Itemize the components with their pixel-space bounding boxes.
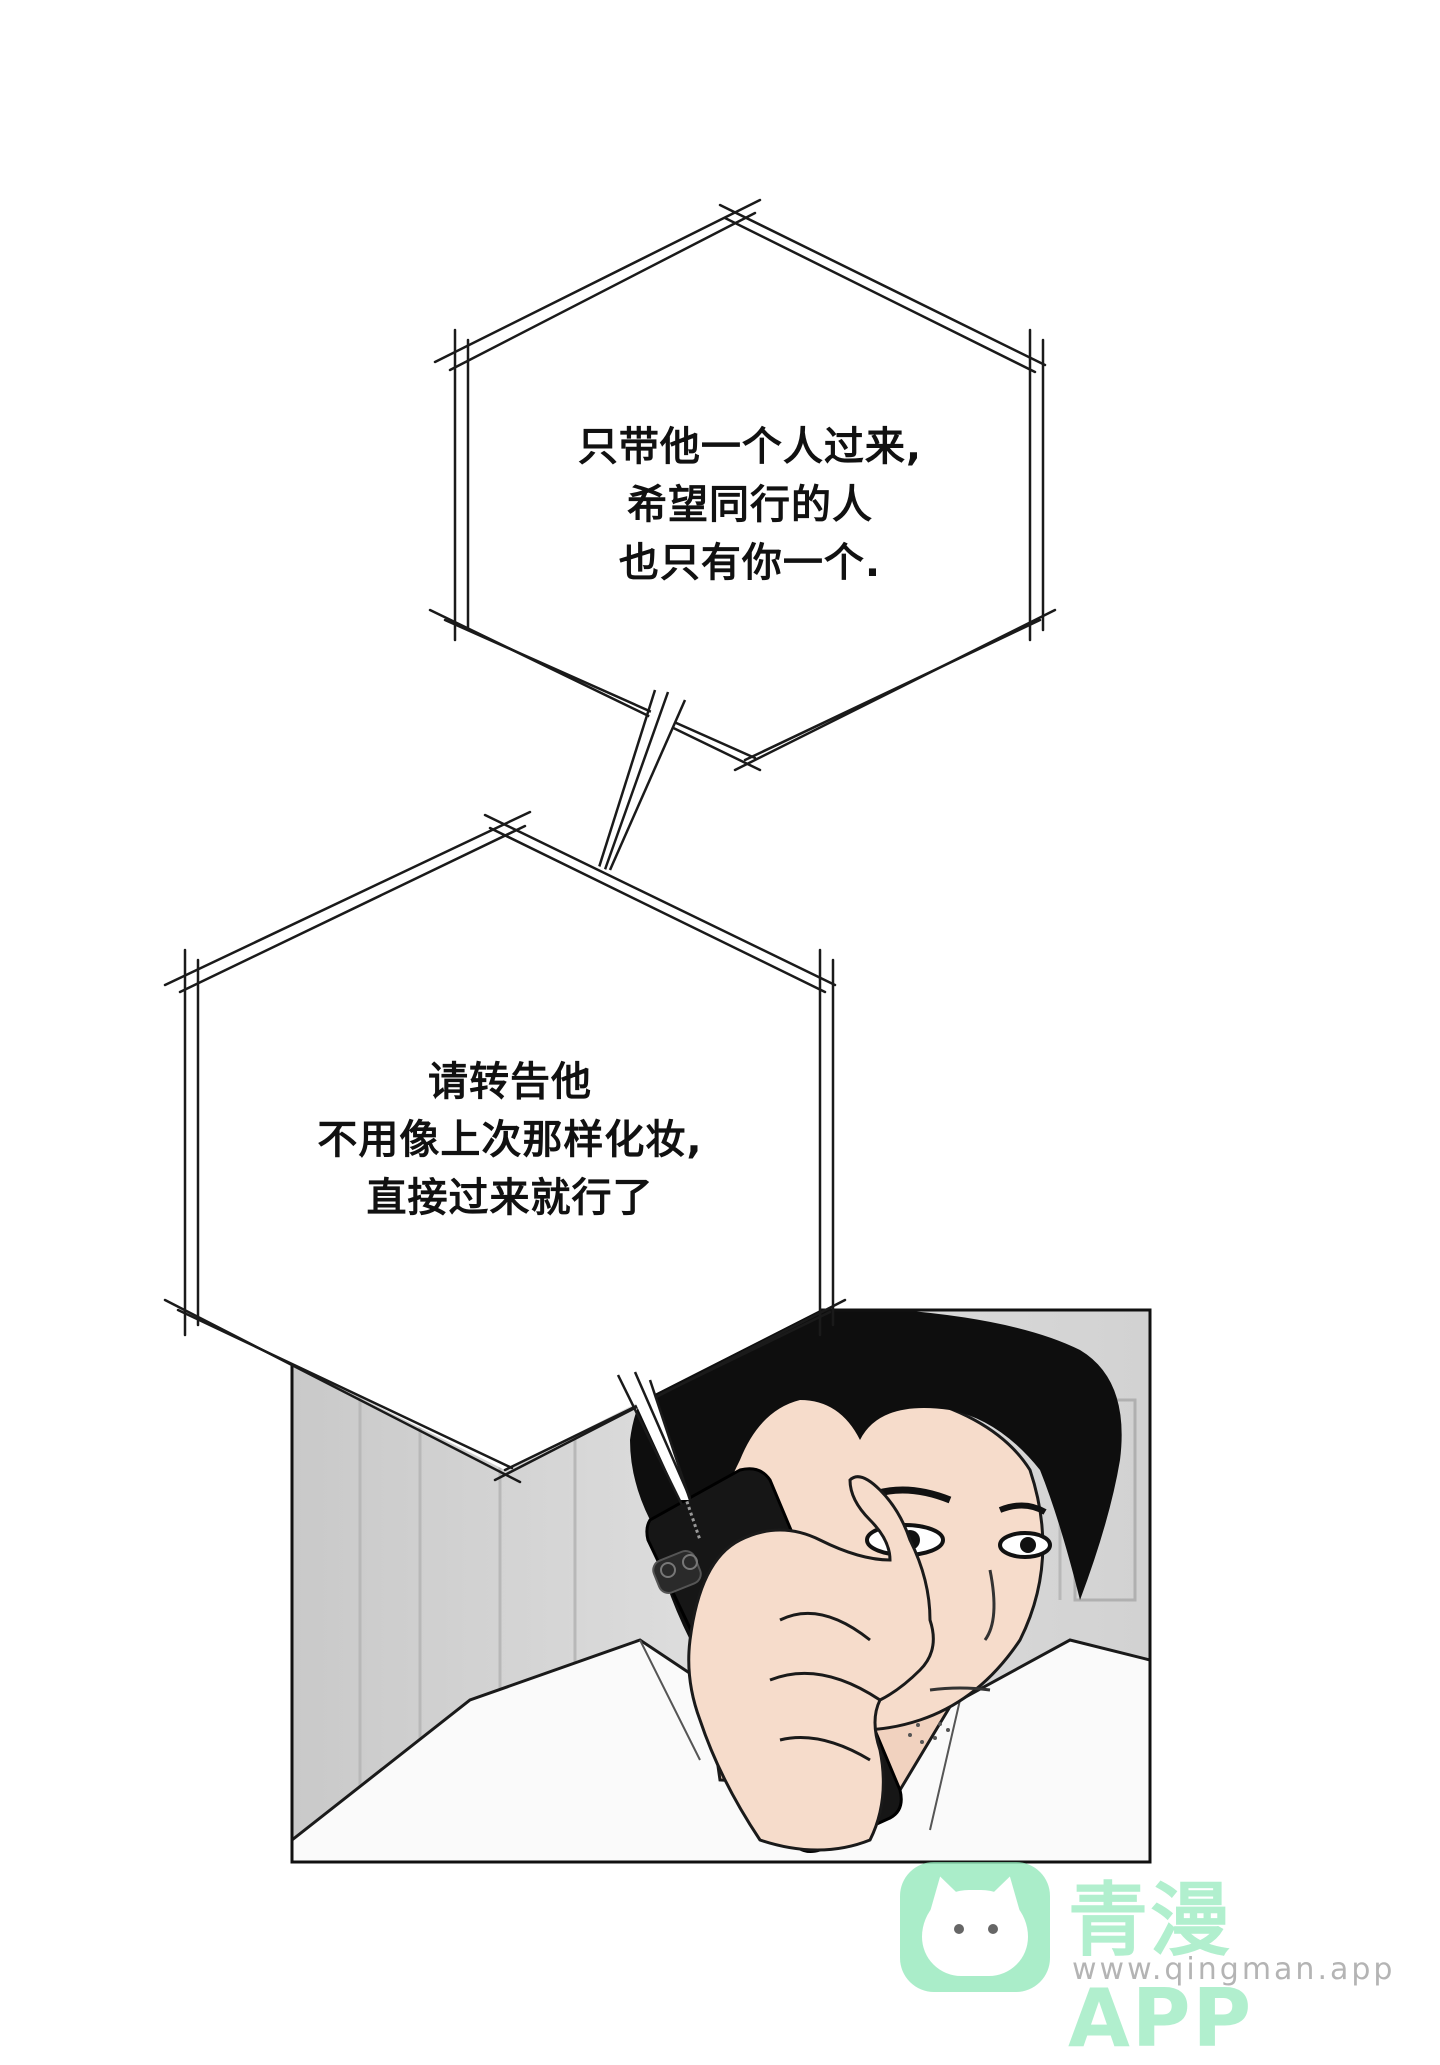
bubble-line: 也只有你一个.	[618, 540, 882, 586]
speech-bubble-1-text: 只带他一个人过来, 希望同行的人 也只有你一个.	[470, 418, 1030, 592]
comic-artwork	[163, 198, 1152, 1864]
bubble-tail	[616, 1371, 692, 1506]
comic-page: 只带他一个人过来, 希望同行的人 也只有你一个. 请转告他 不用像上次那样化妆,…	[163, 198, 1400, 2065]
bubble-line: 只带他一个人过来,	[577, 424, 923, 470]
panel-illustration	[292, 1310, 1150, 1862]
watermark: 青漫APP www.qingman.app	[900, 1852, 1400, 2065]
bubble-connector	[593, 689, 687, 881]
speech-bubble-1	[428, 198, 1057, 772]
speech-bubble-2-text: 请转告他 不用像上次那样化妆, 直接过来就行了	[190, 1053, 830, 1227]
bubble-line: 希望同行的人	[627, 482, 873, 528]
bubble-line: 请转告他	[428, 1059, 592, 1105]
watermark-url: www.qingman.app	[1072, 1952, 1396, 1987]
hand	[687, 1475, 935, 1852]
bubble-line: 不用像上次那样化妆,	[317, 1117, 703, 1163]
black-hair	[630, 1310, 1122, 1640]
cat-face-icon	[900, 1862, 1050, 1992]
bubble-line: 直接过来就行了	[366, 1175, 654, 1221]
speech-bubble-2	[163, 810, 847, 1484]
